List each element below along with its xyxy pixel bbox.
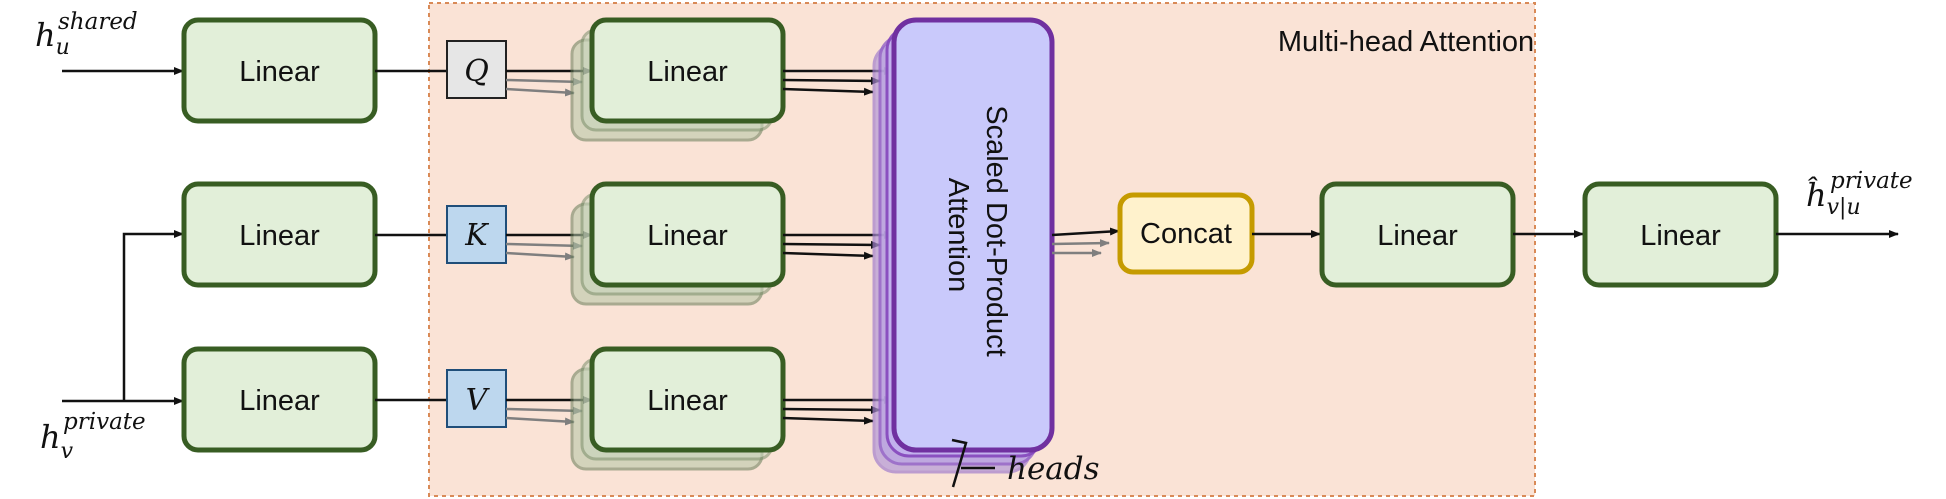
svg-text:hu: hu xyxy=(35,16,70,60)
svg-text:Linear: Linear xyxy=(647,220,728,252)
svg-text:Linear: Linear xyxy=(647,385,728,417)
attention-label: Scaled Dot-Product Attention xyxy=(942,105,1012,365)
linear-head-stack-q: Linear xyxy=(570,17,786,142)
attention-to-concat-arrows xyxy=(1051,227,1120,257)
input-private-label: hv private xyxy=(40,409,146,464)
linear-k-projection: Linear xyxy=(181,181,378,288)
v-box: V xyxy=(446,369,507,428)
linear-v-projection: Linear xyxy=(181,346,378,453)
final-linear: Linear xyxy=(1582,181,1779,288)
heads-indicator: heads xyxy=(951,438,1100,488)
linear-head-stack-k: Linear xyxy=(570,181,786,306)
scaled-dot-product-attention-stack: Scaled Dot-Product Attention xyxy=(872,17,1055,474)
linear-after-concat: Linear xyxy=(1319,181,1516,288)
linear-head-stack-v: Linear xyxy=(570,346,786,471)
svg-text:Linear: Linear xyxy=(239,56,320,88)
svg-text:shared: shared xyxy=(58,9,138,35)
k-box: K xyxy=(446,205,507,264)
concat-box: Concat xyxy=(1117,192,1255,275)
svg-text:V: V xyxy=(466,383,491,418)
svg-text:Linear: Linear xyxy=(1377,220,1458,252)
svg-text:Linear: Linear xyxy=(239,220,320,252)
input-shared-label: hu shared xyxy=(35,9,138,60)
svg-text:ĥv|u: ĥv|u xyxy=(1806,176,1861,220)
svg-text:Linear: Linear xyxy=(1640,220,1721,252)
linear-q-projection: Linear xyxy=(181,17,378,124)
svg-text:hv: hv xyxy=(40,418,74,464)
output-label: ĥv|u private xyxy=(1806,168,1913,220)
svg-text:Linear: Linear xyxy=(647,56,728,88)
q-box: Q xyxy=(446,40,507,99)
svg-text:Q: Q xyxy=(464,54,489,89)
region-title: Multi-head Attention xyxy=(1278,26,1534,58)
svg-text:Concat: Concat xyxy=(1140,218,1232,250)
svg-text:heads: heads xyxy=(1007,451,1100,487)
svg-text:K: K xyxy=(464,218,489,253)
svg-text:Linear: Linear xyxy=(239,385,320,417)
private-branch-line xyxy=(122,230,184,401)
svg-text:private: private xyxy=(63,409,146,435)
svg-text:private: private xyxy=(1830,168,1913,194)
